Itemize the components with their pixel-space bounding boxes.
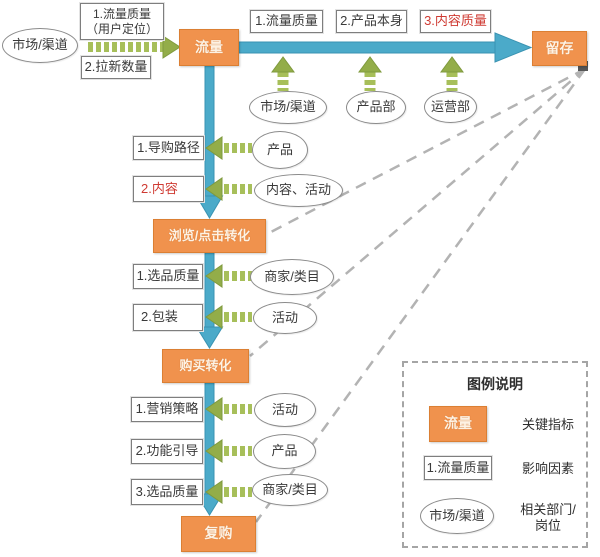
factor-box-feature-guidance: 2.功能引导 xyxy=(131,439,203,464)
green-arrow-row5-head xyxy=(205,397,223,421)
flow-arrow-browse-to-purchase-head xyxy=(195,326,224,349)
owner-ellipse-merchant-category-1: 商家/类目 xyxy=(250,259,334,295)
green-arrow-row1-head xyxy=(205,136,223,160)
green-arrow-market-to-traffic-shaft xyxy=(86,42,163,52)
green-arrow-row4-head xyxy=(205,305,223,329)
dept-ellipse-product-dept: 产品部 xyxy=(346,91,406,124)
legend-dept-desc: 相关部门/岗位 xyxy=(520,501,576,533)
factor-line1: 1.流量质量 xyxy=(92,6,151,21)
factor-box-guide-path: 1.导购路径 xyxy=(133,136,204,160)
stage-box-purchase-conversion: 购买转化 xyxy=(162,349,249,383)
factor-box-packaging: 2.包装 xyxy=(133,304,203,331)
influence-arrows xyxy=(86,35,464,504)
green-arrow-row4-shaft xyxy=(222,312,252,322)
green-arrow-row7-shaft xyxy=(222,487,252,497)
legend-factor-desc: 影响因素 xyxy=(521,460,574,476)
owner-ellipse-content-activity: 内容、活动 xyxy=(254,174,343,207)
legend-factor-sample: 1.流量质量 xyxy=(424,456,492,480)
dept-ellipse-market-channel-2: 市场/渠道 xyxy=(249,91,327,124)
factor-box-content: 2.内容 xyxy=(133,176,204,202)
factor-box-product-itself: 2.产品本身 xyxy=(336,10,407,33)
flow-arrow-purchase-to-repurchase-shaft xyxy=(204,382,215,495)
factor-box-new-user-count: 2.拉新数量 xyxy=(81,56,151,79)
factor-box-selection-quality-1: 1.选品质量 xyxy=(133,264,203,289)
green-arrow-market-up-shaft xyxy=(277,72,289,91)
legend-frame xyxy=(402,361,588,548)
owner-ellipse-merchant-category-2: 商家/类目 xyxy=(252,474,328,506)
factor-box-traffic-quality: 1.流量质量 xyxy=(250,10,323,33)
factor-box-traffic-quality-user-targeting: 1.流量质量 （用户定位） xyxy=(80,3,164,40)
flow-arrow-traffic-to-retention-head xyxy=(494,32,533,63)
green-arrow-row2-head xyxy=(205,177,223,201)
factor-box-selection-quality-2: 3.选品质量 xyxy=(131,479,203,505)
owner-ellipse-product-1: 产品 xyxy=(252,131,308,169)
legend-stage-desc: 关键指标 xyxy=(521,416,574,432)
main-flow-arrows xyxy=(195,32,533,516)
factor-box-marketing-strategy: 1.营销策略 xyxy=(131,397,203,422)
green-arrow-row1-shaft xyxy=(222,143,252,153)
connector-anchor-mark xyxy=(578,61,588,71)
green-arrow-row7-head xyxy=(205,480,223,504)
green-arrow-row3-head xyxy=(205,264,223,288)
green-arrow-market-up-head xyxy=(271,56,295,73)
flow-arrow-traffic-to-retention-shaft xyxy=(238,41,496,54)
green-arrow-operations-up-shaft xyxy=(446,72,458,91)
green-arrow-row2-shaft xyxy=(222,184,252,194)
green-arrow-product-dept-up-head xyxy=(358,56,382,73)
flow-arrow-traffic-to-browse-shaft xyxy=(204,65,215,197)
owner-ellipse-activity-1: 活动 xyxy=(253,302,317,334)
green-arrow-market-to-traffic-head xyxy=(162,35,181,59)
legend-dept-sample: 市场/渠道 xyxy=(420,498,494,534)
dept-ellipse-market-channel: 市场/渠道 xyxy=(2,28,78,63)
factor-box-content-quality: 3.内容质量 xyxy=(420,10,491,33)
legend-title: 图例说明 xyxy=(467,376,523,393)
green-arrow-row6-shaft xyxy=(222,446,252,456)
stage-box-repurchase: 复购 xyxy=(181,516,256,552)
green-arrow-product-dept-up-shaft xyxy=(364,72,376,91)
factor-line2: （用户定位） xyxy=(85,21,158,36)
green-arrow-row5-shaft xyxy=(222,404,252,414)
legend-stage-sample: 流量 xyxy=(429,406,487,442)
stage-box-retention: 留存 xyxy=(532,31,587,66)
dept-ellipse-operations-dept: 运营部 xyxy=(424,91,477,123)
owner-ellipse-product-2: 产品 xyxy=(253,434,316,469)
stage-box-traffic: 流量 xyxy=(179,29,239,66)
dashed-line-retention-to-browse xyxy=(266,67,586,236)
green-arrow-row3-shaft xyxy=(222,271,252,281)
stage-box-browse-click-conversion: 浏览/点击转化 xyxy=(153,219,266,253)
owner-ellipse-activity-2: 活动 xyxy=(254,393,316,427)
green-arrow-row6-head xyxy=(205,439,223,463)
green-arrow-operations-up-head xyxy=(440,56,464,73)
